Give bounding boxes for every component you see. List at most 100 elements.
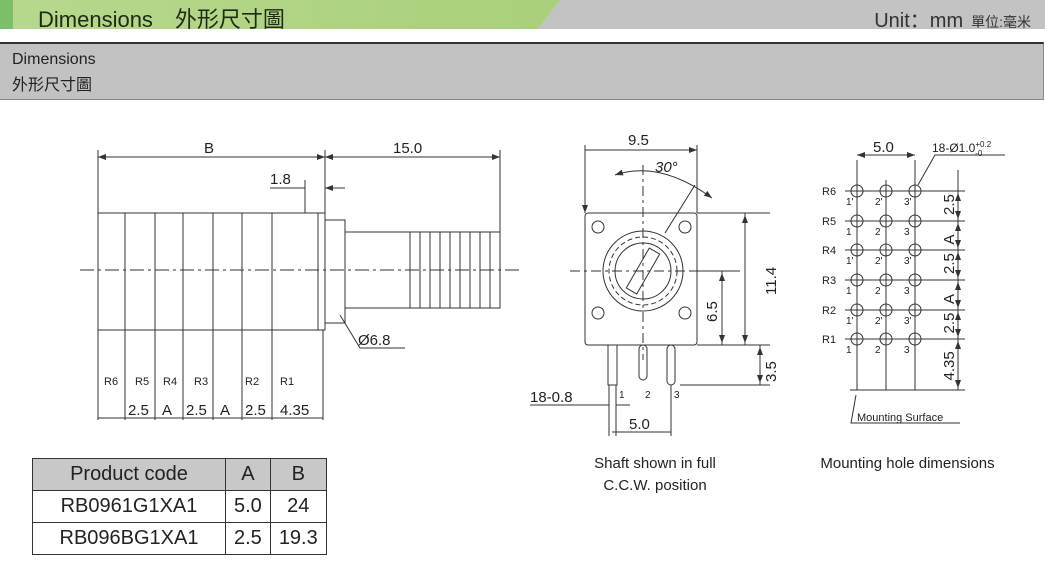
pin-label: R6	[104, 376, 118, 388]
hole-cross	[909, 244, 921, 256]
mounting-hole-drawing: 5.0 18-Ø1.0+0.2-0 Mounting Surface R61'2…	[822, 139, 1005, 424]
section-header: Dimensions 外形尺寸圖	[0, 42, 1044, 100]
row-label: R2	[822, 305, 836, 317]
front-body	[584, 212, 698, 346]
section-title-en: Dimensions	[12, 51, 96, 68]
hole-label: 2'	[875, 197, 883, 208]
hole-label: 2'	[875, 316, 883, 327]
dim-1-8: 1.8	[270, 171, 291, 188]
hole-caption: Mounting hole dimensions	[820, 455, 995, 472]
caption-line: C.C.W. position	[603, 477, 707, 494]
hole-label: 1'	[846, 316, 854, 327]
pin-label: R5	[135, 376, 149, 388]
hole-label: 2	[875, 345, 881, 356]
bottom-dim: 2.5	[186, 402, 207, 419]
hole-cross	[880, 333, 892, 345]
hole-dim: A	[941, 234, 958, 244]
hole-label: 1	[846, 286, 852, 297]
hole-dim: 4.35	[941, 351, 958, 380]
dim-15: 15.0	[393, 140, 422, 157]
bottom-dim: 4.35	[280, 402, 309, 419]
hole-cross	[909, 304, 921, 316]
unit-en: Unit：mm	[874, 10, 964, 32]
rotation-angle: 30°	[655, 159, 678, 176]
hole-label: 3'	[904, 197, 912, 208]
hole-dim: 2.5	[941, 194, 958, 215]
row-label: R1	[822, 334, 836, 346]
value-a: 2.5	[225, 522, 271, 555]
pin-label: R3	[194, 376, 208, 388]
row-label: R4	[822, 245, 836, 257]
hole-cross	[909, 333, 921, 345]
hole-cross	[851, 244, 863, 256]
hole-label: 3'	[904, 316, 912, 327]
hole-cross	[909, 215, 921, 227]
hole-dim: 2.5	[941, 313, 958, 334]
hole-cross	[851, 185, 863, 197]
hole-label: 2	[875, 227, 881, 238]
hole-dim: 2.5	[941, 253, 958, 274]
tol-minus: -0	[975, 149, 983, 158]
pin-label: R2	[245, 376, 259, 388]
title-bar-accent	[0, 0, 560, 29]
hole-label: 3	[904, 345, 910, 356]
value-a: 5.0	[225, 490, 271, 523]
hole-spec: 18-Ø1.0+0.2-0	[932, 140, 992, 158]
product-code: RB096BG1XA1	[32, 522, 226, 555]
dim-pin-length: 3.5	[763, 361, 780, 382]
hole-cross	[880, 274, 892, 286]
hole-label: 2	[875, 286, 881, 297]
col-header: Product code	[32, 458, 226, 491]
hole-count: 18-Ø1.0	[932, 141, 976, 155]
hole-label: 2'	[875, 256, 883, 267]
hole-dim: A	[941, 294, 958, 304]
hole-cross	[851, 304, 863, 316]
hole-label: 3	[904, 286, 910, 297]
hole-cross	[909, 274, 921, 286]
bottom-dim: 2.5	[128, 402, 149, 419]
col-header: B	[269, 458, 327, 491]
title-bar-strip	[0, 0, 13, 29]
hole-label: 1'	[846, 197, 854, 208]
hole-label: 1	[846, 345, 852, 356]
dim-b: B	[204, 140, 214, 157]
row-label: R3	[822, 275, 836, 287]
hole-cross	[880, 304, 892, 316]
value-b: 19.3	[269, 522, 327, 555]
pin-number: 3	[674, 390, 680, 401]
bottom-dim: 2.5	[245, 402, 266, 419]
hole-cross	[880, 215, 892, 227]
bottom-dim: A	[220, 402, 230, 419]
dim-pin-width: 18-0.8	[530, 389, 573, 406]
hole-label: 3	[904, 227, 910, 238]
dim-width: 9.5	[628, 132, 649, 149]
col-header: A	[225, 458, 271, 491]
section-title-cn: 外形尺寸圖	[12, 77, 93, 94]
dim-height: 11.4	[763, 267, 780, 295]
pin-label: R4	[163, 376, 177, 388]
tol-plus: +0.2	[975, 140, 991, 149]
hole-cross	[880, 185, 892, 197]
product-code: RB0961G1XA1	[32, 490, 226, 523]
page-title: Dimensions 外形尺寸圖	[38, 7, 285, 32]
pin-number: 2	[645, 390, 651, 401]
hole-pitch: 5.0	[873, 139, 894, 156]
front-view-drawing: 9.5 30° 11.4 6.5 3.5 18-0.8 5.0 1 2 3	[530, 132, 780, 436]
dim-center: 6.5	[704, 301, 721, 322]
pin-number: 1	[619, 390, 625, 401]
shaft-diameter: Ø6.8	[358, 332, 391, 349]
hole-cross	[909, 185, 921, 197]
hole-cross	[851, 215, 863, 227]
hole-label: 1'	[846, 256, 854, 267]
hole-cross	[880, 244, 892, 256]
side-view-drawing: B 15.0 1.8 Ø6.8 R6 R5 R4 R3 R2 R1 2.5 A …	[80, 140, 520, 420]
pin-label: R1	[280, 376, 294, 388]
